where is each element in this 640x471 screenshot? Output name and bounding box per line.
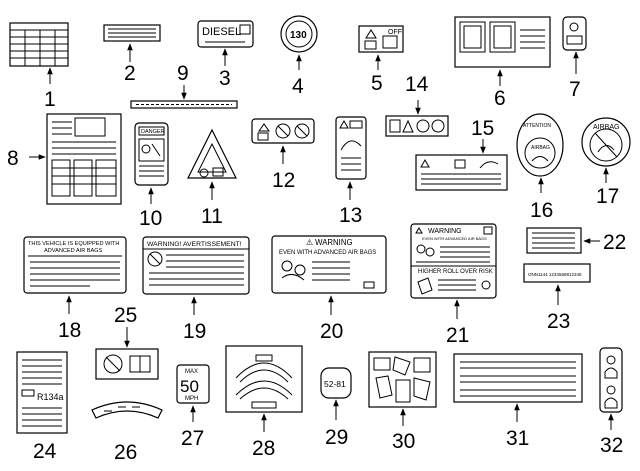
- diesel-text: DIESEL: [202, 26, 241, 38]
- label-23-vin: ONN1144 1234568912345: [523, 263, 591, 283]
- callout-6: 6: [494, 87, 506, 110]
- warning-21-text: WARNING: [428, 228, 462, 235]
- label-32: [599, 347, 623, 413]
- advanced-line-2: ADVANCED AIR BAGS: [44, 248, 103, 254]
- advanced-line-1: THIS VEHICLE IS EQUIPPED WITH: [28, 241, 119, 247]
- label-21-warning: WARNING EVEN WITH ADVANCED AIR BAGS HIGH…: [410, 223, 497, 299]
- callout-3: 3: [219, 67, 231, 90]
- label-16-attention: ATTENTION AIRBAG: [516, 113, 564, 177]
- callout-28: 28: [252, 437, 275, 460]
- label-9-strip: [130, 100, 238, 109]
- callout-16: 16: [530, 199, 553, 222]
- label-10-danger: DANGER: [134, 122, 169, 186]
- max-text: MAX: [185, 369, 198, 375]
- callout-13: 13: [339, 204, 362, 227]
- label-11-triangle: [187, 128, 237, 179]
- label-3-diesel: DIESEL: [197, 20, 254, 48]
- label-5-off: OFF: [358, 25, 404, 53]
- callout-29: 29: [325, 426, 348, 449]
- speed-50-text: 50: [180, 377, 199, 396]
- label-30-collage: [368, 351, 437, 408]
- label-28-arcs: [225, 345, 303, 413]
- callout-14: 14: [405, 73, 429, 96]
- label-20-warning: ⚠ WARNING EVEN WITH ADVANCED AIR BAGS: [271, 235, 387, 294]
- even-with-20-text: EVEN WITH ADVANCED AIR BAGS: [279, 250, 376, 256]
- callout-31: 31: [506, 427, 529, 450]
- label-6: [454, 16, 551, 68]
- airbag-text: AIRBAG: [593, 124, 619, 131]
- r134a-text: R134a: [37, 392, 64, 402]
- danger-text: DANGER: [141, 129, 165, 135]
- callout-19: 19: [183, 320, 206, 343]
- callout-20: 20: [320, 320, 343, 343]
- speed-29-text: 52-81: [324, 379, 346, 389]
- callout-4: 4: [292, 75, 304, 98]
- even-with-21-text: EVEN WITH ADVANCED AIR BAGS: [422, 236, 487, 241]
- label-12: [251, 118, 315, 144]
- speed-130-text: 130: [290, 30, 307, 41]
- label-7: [562, 16, 587, 51]
- label-1: [9, 22, 69, 67]
- warning-20-text: ⚠ WARNING: [306, 238, 353, 247]
- callout-7: 7: [569, 78, 581, 101]
- label-18-advanced-airbags: THIS VEHICLE IS EQUIPPED WITH ADVANCED A…: [23, 236, 127, 294]
- callout-11: 11: [201, 205, 223, 228]
- off-text: OFF: [388, 29, 402, 36]
- callout-18: 18: [58, 319, 81, 342]
- callout-10: 10: [139, 207, 162, 230]
- callout-21: 21: [446, 324, 469, 347]
- callout-24: 24: [33, 440, 57, 463]
- mph-text: MPH: [185, 396, 198, 402]
- label-13: [335, 116, 367, 180]
- label-8: [46, 113, 122, 205]
- callout-1: 1: [44, 88, 56, 111]
- label-4-speed: 130: [280, 15, 318, 53]
- callout-5: 5: [371, 72, 383, 95]
- callout-23: 23: [547, 310, 570, 333]
- label-17-airbag: AIRBAG: [581, 117, 631, 167]
- callout-22: 22: [603, 231, 626, 254]
- label-19-warning: WARNING! AVERTISSEMENT!: [142, 236, 250, 295]
- callout-17: 17: [596, 185, 619, 208]
- label-31-wide: [453, 353, 583, 403]
- callout-12: 12: [272, 169, 295, 192]
- callout-2: 2: [124, 62, 136, 85]
- label-2: [103, 24, 161, 42]
- callout-15: 15: [471, 117, 494, 140]
- attention-text: ATTENTION: [523, 123, 551, 129]
- label-14: [385, 115, 449, 137]
- callout-8: 8: [7, 147, 19, 170]
- callout-9: 9: [177, 62, 189, 85]
- higher-roll-text: HIGHER ROLL OVER RISK: [418, 269, 493, 275]
- label-24-refrigerant: R134a: [16, 351, 68, 434]
- callout-32: 32: [600, 434, 623, 457]
- label-25: [95, 348, 159, 380]
- callout-26: 26: [114, 441, 137, 464]
- callout-27: 27: [181, 427, 204, 450]
- label-15: [415, 154, 508, 191]
- label-29: 52-81: [320, 367, 352, 399]
- callout-25: 25: [114, 304, 137, 327]
- callout-30: 30: [392, 430, 415, 453]
- label-22: [526, 227, 582, 254]
- vin-code-text: ONN1144 1234568912345: [528, 272, 582, 277]
- airbag-small-text: AIRBAG: [531, 145, 550, 151]
- label-27-max-speed: MAX 50 MPH: [176, 364, 210, 404]
- warning-avert-text: WARNING! AVERTISSEMENT!: [147, 241, 242, 248]
- label-26-curved: [91, 401, 163, 419]
